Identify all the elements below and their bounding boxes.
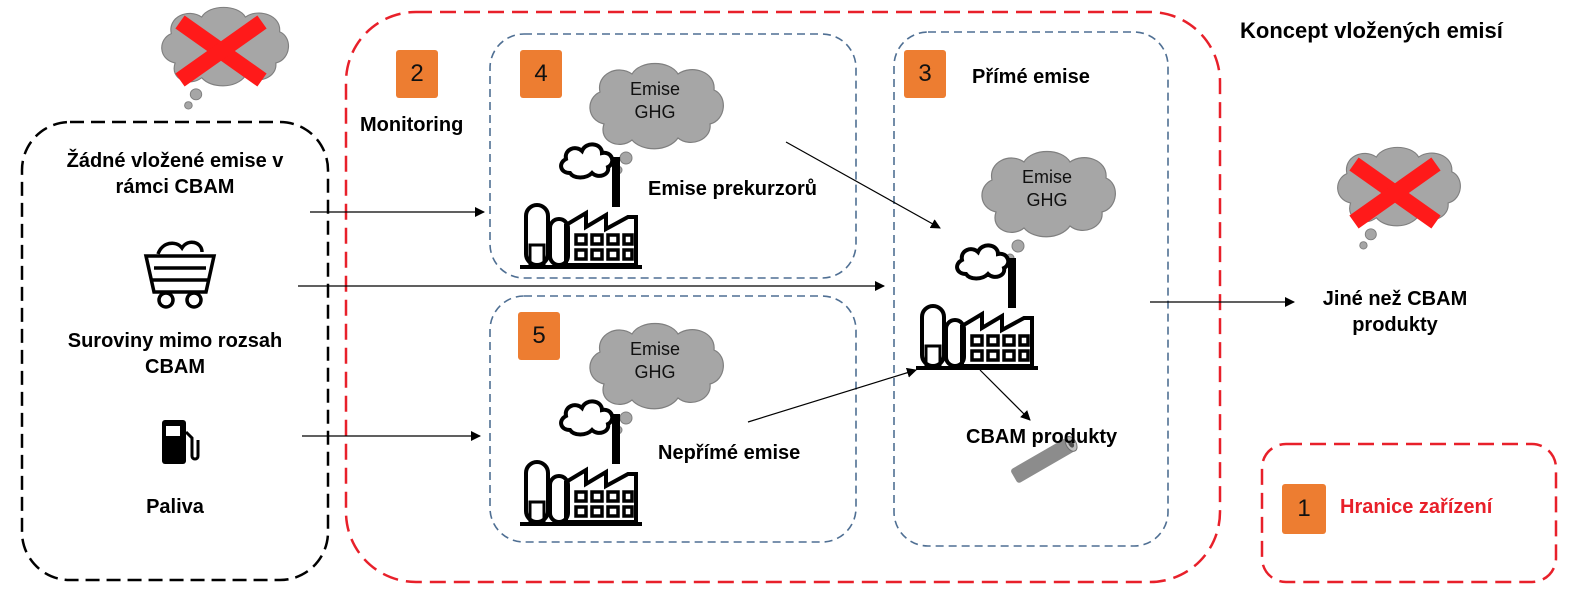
badge-1: 1: [1282, 484, 1326, 534]
legend-box: [1260, 442, 1558, 584]
indirect-cloud-line1: Emise: [629, 339, 680, 359]
precursor-emissions-box: [489, 33, 857, 279]
diagram-title: Koncept vložených emisí: [1240, 18, 1503, 43]
badge-2: 2: [396, 50, 438, 98]
arrow-factory-to-products: [979, 369, 1031, 421]
arrow-precursor-to-direct: [785, 141, 941, 229]
indirect-emissions-box: [489, 295, 857, 543]
indirect-cloud-line2: GHG: [634, 362, 676, 382]
direct-emissions-label: Přímé emise: [972, 66, 1090, 88]
cross-right-icon: [1349, 157, 1441, 229]
arrow-indirect-to-direct: [747, 367, 917, 423]
installation-boundary: [344, 10, 1222, 584]
precursor-cloud-line2: GHG: [634, 102, 676, 122]
precursor-cloud-text: Emise GHG: [600, 78, 710, 124]
left-box-heading: Žádné vložené emise v rámci CBAM: [40, 148, 310, 200]
monitoring-label: Monitoring: [360, 114, 464, 136]
badge-3: 3: [904, 50, 946, 98]
direct-cloud-line2: GHG: [1026, 190, 1068, 210]
raw-materials-label: Suroviny mimo rozsah CBAM: [40, 328, 310, 380]
left-box-heading-line1: Žádné vložené emise v: [66, 150, 284, 172]
raw-materials-line2: CBAM: [145, 356, 205, 378]
direct-cloud-text: Emise GHG: [992, 166, 1102, 212]
badge-5: 5: [518, 312, 560, 360]
non-cbam-line2: produkty: [1352, 314, 1438, 336]
no-embedded-emissions-box: [20, 120, 330, 582]
indirect-cloud-text: Emise GHG: [600, 338, 710, 384]
direct-emissions-box: [893, 31, 1169, 547]
fuel-pump-icon: [162, 420, 200, 464]
legend-label: Hranice zařízení: [1340, 496, 1493, 518]
cbam-products-label: CBAM produkty: [966, 426, 1118, 448]
fuels-label: Paliva: [146, 496, 204, 518]
precursor-emissions-label: Emise prekurzorů: [648, 178, 817, 200]
precursor-cloud-line1: Emise: [629, 79, 680, 99]
direct-factory-icon: [914, 243, 1040, 370]
badge-4: 4: [520, 50, 562, 98]
non-cbam-products-label: Jiné než CBAM produkty: [1290, 286, 1500, 338]
indirect-emissions-label: Nepřímé emise: [658, 442, 801, 464]
left-box-heading-line2: rámci CBAM: [115, 176, 235, 198]
pipe-product-icon: [1011, 436, 1078, 483]
cross-left-icon: [175, 15, 267, 87]
raw-materials-line1: Suroviny mimo rozsah: [67, 330, 283, 352]
direct-cloud-line1: Emise: [1021, 167, 1072, 187]
mine-cart-icon: [143, 240, 217, 309]
non-cbam-line1: Jiné než CBAM: [1322, 288, 1468, 310]
